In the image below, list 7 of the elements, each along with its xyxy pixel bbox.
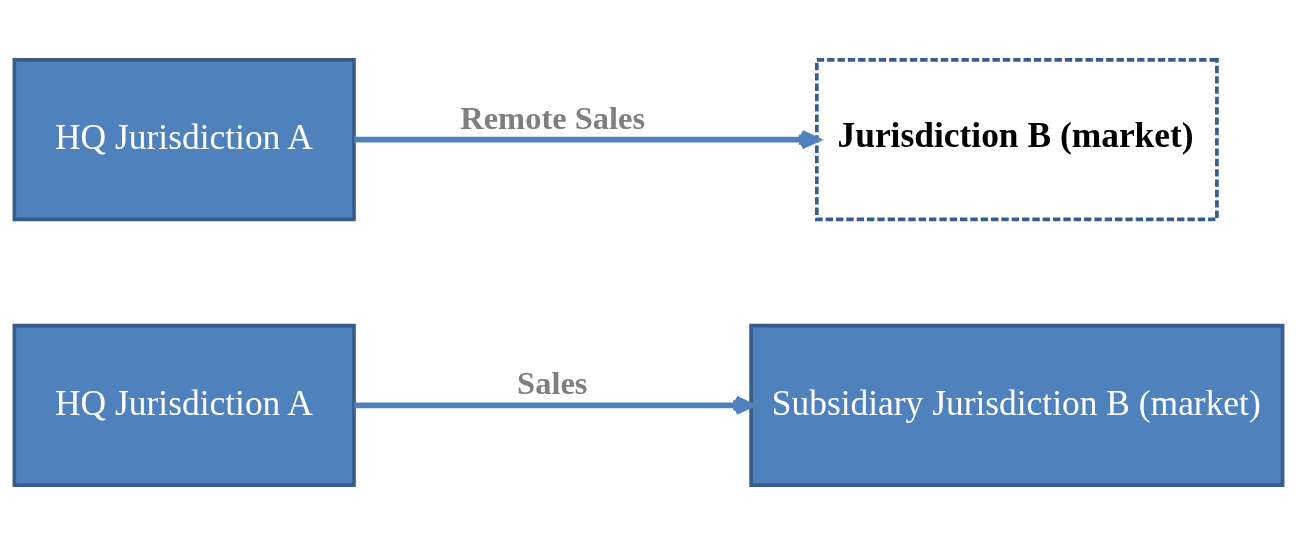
node-box: HQ Jurisdiction A [12, 323, 356, 487]
edge-label: Remote Sales [460, 99, 646, 136]
node-box: Subsidiary Jurisdiction B (market) [749, 323, 1285, 487]
node-box: HQ Jurisdiction A [12, 57, 356, 221]
edge-label: Sales [517, 364, 588, 401]
node-box: Jurisdiction B (market) [814, 57, 1219, 221]
arrow [354, 395, 755, 415]
